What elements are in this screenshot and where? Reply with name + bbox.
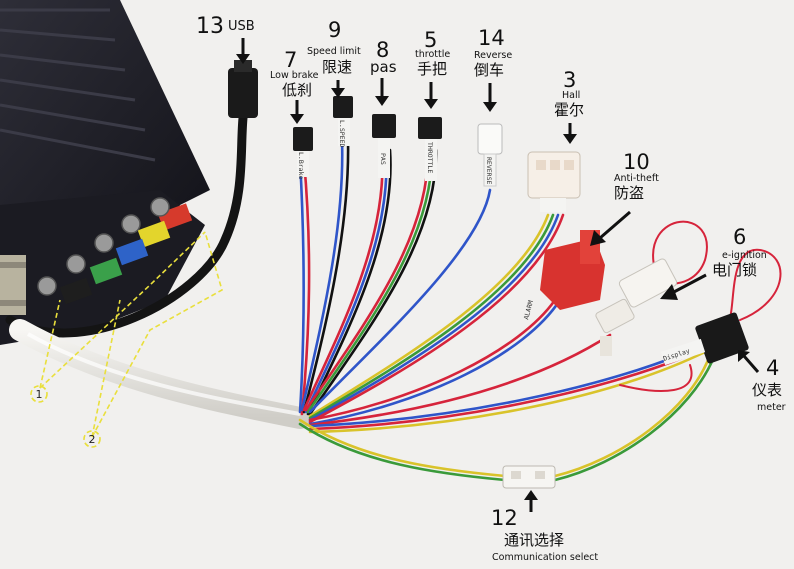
communication-connector (502, 465, 556, 489)
wire-tag-throttle: THROTTLE (426, 142, 434, 173)
callout-pas-number: 8 (376, 38, 390, 62)
callout-meter-cn: 仪表 (752, 381, 783, 399)
annotation-lines (30, 231, 223, 448)
arrow-usb (236, 38, 250, 64)
reverse-connector (477, 123, 503, 187)
marker-two: 2 (88, 433, 96, 446)
arrow-communication (524, 490, 538, 512)
e-ignition-connector (595, 258, 678, 356)
usb-cable (5, 113, 248, 338)
callout-e-ignition-number: 6 (733, 225, 747, 249)
wire-tag-low-brake: L.Brake (297, 152, 305, 179)
usb-connector (228, 60, 258, 118)
controller-body (0, 0, 210, 345)
callout-reverse-number: 14 (478, 26, 505, 50)
callout-speed-limit-en: Speed limit (307, 46, 361, 57)
callout-usb-label: USB (228, 19, 255, 34)
arrow-anti-theft (590, 210, 631, 246)
callout-speed-limit-cn: 限速 (322, 58, 353, 76)
callout-hall-number: 3 (563, 68, 577, 92)
callout-usb: 13 USB (196, 16, 255, 38)
arrow-low-brake (290, 100, 304, 124)
throttle-connector (418, 117, 442, 181)
callout-low-brake-cn: 低刹 (282, 81, 313, 99)
screw-terminals (37, 197, 170, 296)
callout-communication-number: 12 (491, 506, 518, 530)
cable-gland (0, 255, 26, 315)
callout-throttle-en: throttle (415, 49, 451, 60)
arrow-pas (375, 78, 389, 106)
wire-tag-speed-limit: L.SPEED (338, 120, 346, 147)
terminal-strip (59, 203, 193, 305)
arrow-hall (563, 123, 577, 144)
callout-pas-en: pas (370, 58, 397, 76)
arrow-reverse (483, 83, 497, 112)
meter-connector (660, 312, 749, 366)
callout-anti-theft-number: 10 (623, 150, 650, 174)
wire-tag-alarm: ALARM (522, 299, 535, 320)
hall-connector (527, 151, 581, 212)
wire-tag-pas: PAS (379, 153, 387, 165)
callout-meter-en: meter (757, 402, 786, 413)
arrow-speed-limit (331, 80, 345, 98)
callout-communication-cn: 通讯选择 (504, 531, 565, 549)
low-brake-connector (293, 127, 313, 177)
callout-communication-en: Communication select (492, 552, 599, 563)
callout-hall-cn: 霍尔 (554, 101, 585, 119)
arrow-e-ignition (660, 273, 707, 300)
arrow-meter (738, 350, 760, 373)
callout-throttle-cn: 手把 (417, 60, 448, 78)
pas-connector (372, 114, 396, 178)
wire-tag-reverse: REVERSE (485, 157, 493, 184)
callout-e-ignition-cn: 电门锁 (712, 261, 758, 279)
callout-e-ignition-en: e-ignition (722, 250, 767, 261)
callout-reverse-cn: 倒车 (474, 61, 505, 79)
callout-anti-theft-cn: 防盗 (614, 184, 645, 202)
callout-meter-number: 4 (766, 356, 780, 380)
marker-one: 1 (35, 388, 43, 401)
callout-throttle-number: 5 (424, 28, 438, 52)
callout-low-brake-en: Low brake (270, 70, 319, 81)
speed-limit-connector (333, 96, 353, 146)
callout-arrows (236, 38, 760, 512)
callout-hall-en: Hall (562, 90, 581, 101)
callout-reverse-en: Reverse (474, 50, 513, 61)
callout-anti-theft-en: Anti-theft (614, 173, 659, 184)
callout-usb-number: 13 (196, 14, 224, 39)
wires (298, 138, 782, 482)
arrow-throttle (424, 82, 438, 109)
callout-speed-limit-number: 9 (328, 18, 342, 42)
callout-low-brake-number: 7 (284, 48, 298, 72)
